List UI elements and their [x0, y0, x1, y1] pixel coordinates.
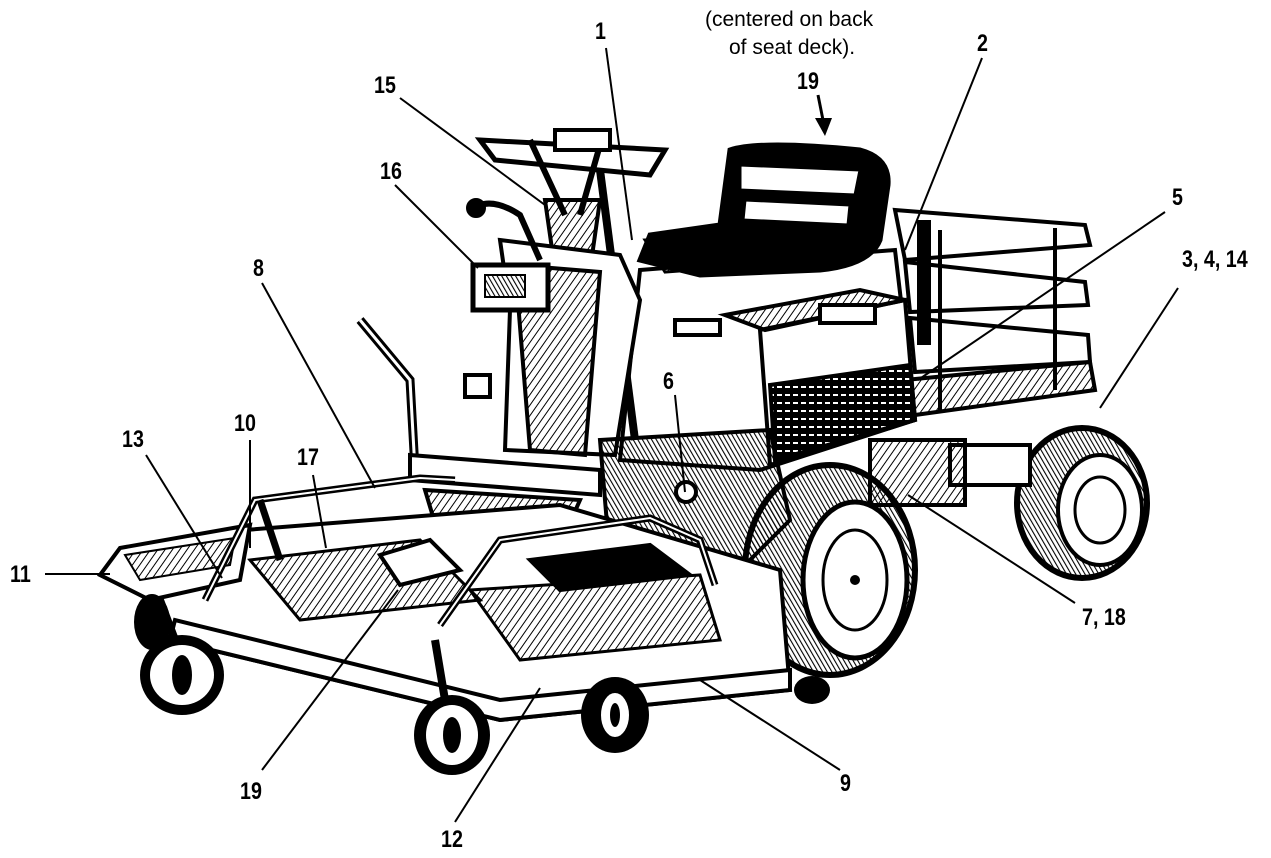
- callout-9: 9: [840, 770, 851, 797]
- caster-wheel-5: [794, 676, 830, 704]
- leader-lines: [45, 47, 1179, 823]
- arrow-19-top: [815, 94, 832, 136]
- engine-housing: [617, 247, 918, 473]
- rack-post: [917, 220, 931, 345]
- callout-13: 13: [122, 426, 144, 453]
- leader-2: [904, 57, 983, 251]
- leader-16: [394, 184, 479, 269]
- caster-wheel-4: [581, 677, 649, 753]
- callout-5: 5: [1172, 184, 1183, 211]
- bumper-bars: [201, 474, 719, 628]
- callout-17: 17: [297, 444, 319, 471]
- seat-deck-note-line2: of seat deck).: [729, 36, 856, 59]
- leader-12: [454, 687, 541, 823]
- leader-7-18: [907, 494, 1076, 604]
- leader-3-4-14: [1099, 287, 1179, 409]
- callout-3-4-14: 3, 4, 14: [1182, 246, 1248, 273]
- cargo-rack: [892, 207, 1098, 418]
- callout-6: 6: [663, 368, 674, 395]
- callout-7-18: 7, 18: [1082, 604, 1126, 631]
- callout-11: 11: [10, 561, 31, 588]
- seat: [636, 142, 891, 278]
- leader-19-bottom: [261, 589, 399, 771]
- callout-12: 12: [441, 826, 463, 853]
- leader-1: [605, 47, 633, 241]
- callout-16: 16: [380, 158, 402, 185]
- leader-17: [312, 474, 327, 549]
- caster-wheel-3: [414, 639, 490, 775]
- rear-wheel-right: [1014, 425, 1150, 581]
- leader-6: [674, 394, 686, 493]
- leader-13: [145, 454, 223, 579]
- callout-2: 2: [977, 30, 988, 57]
- leader-15: [399, 97, 546, 206]
- callout-19-bottom: 19: [240, 778, 262, 805]
- callout-1: 1: [595, 18, 606, 45]
- leader-5: [917, 211, 1166, 381]
- callout-8: 8: [253, 255, 264, 282]
- callout-19-top: 19: [797, 68, 819, 95]
- drive-wheel-front: [742, 462, 918, 678]
- leader-8: [261, 282, 376, 489]
- callout-15: 15: [374, 72, 396, 99]
- leader-9: [699, 679, 841, 771]
- control-pod: [356, 198, 643, 471]
- seat-deck-note-line1: (centered on back: [705, 8, 874, 31]
- caster-wheel-2: [134, 594, 170, 650]
- callout-10: 10: [234, 410, 256, 437]
